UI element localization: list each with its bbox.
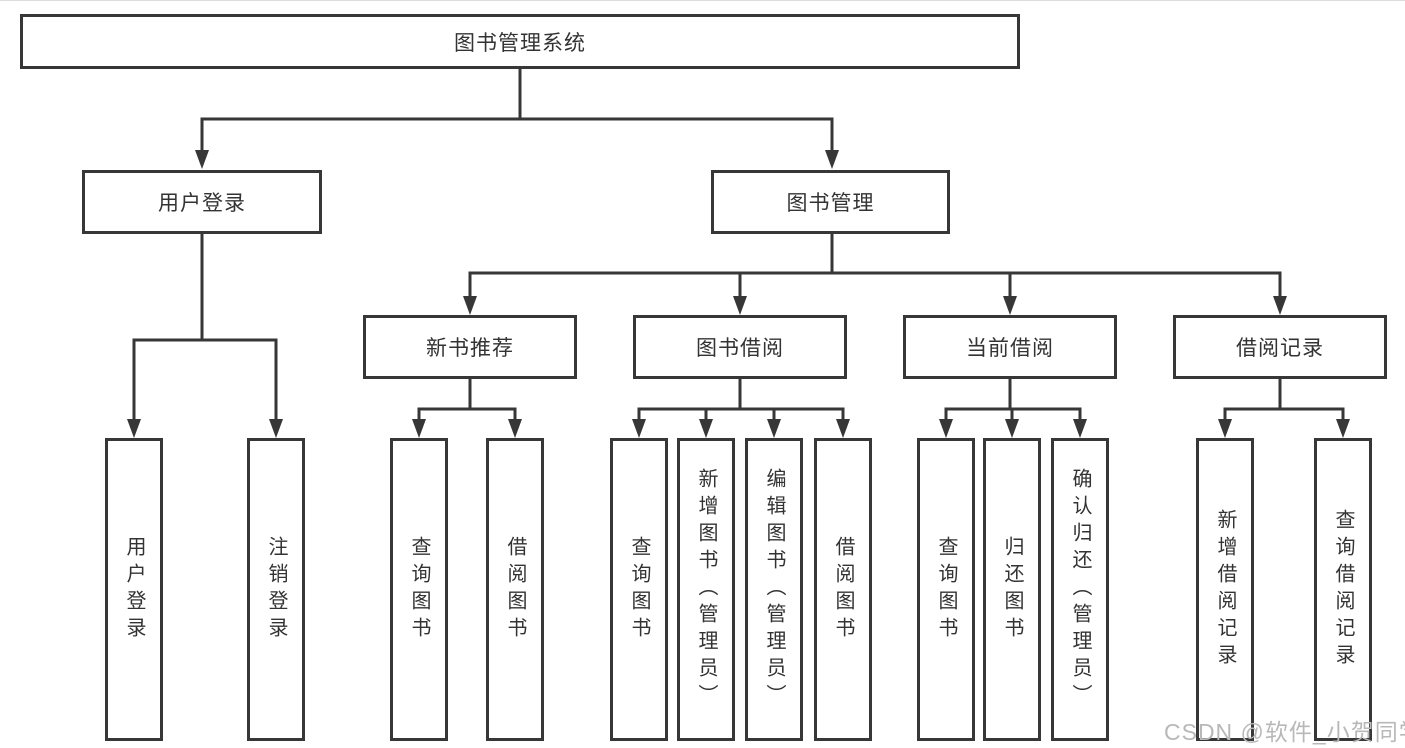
leaf-query-books: 查询图书 (917, 438, 975, 741)
node-library-management-system: 图书管理系统 (20, 14, 1020, 69)
leaf-borrow-books: 借阅图书 (486, 438, 544, 741)
leaf-borrow-books: 借阅图书 (814, 438, 872, 741)
node-current-borrow: 当前借阅 (903, 315, 1117, 379)
leaf-add-books-admin: 新增图书（管理员） (677, 438, 735, 741)
leaf-user-login: 用户登录 (105, 438, 163, 741)
node-borrow-records: 借阅记录 (1173, 315, 1387, 379)
csdn-watermark: CSDN @软件_小贺同学 (1164, 719, 1405, 745)
leaf-confirm-return-admin: 确认归还（管理员） (1051, 438, 1109, 741)
leaf-edit-books-admin: 编辑图书（管理员） (745, 438, 803, 741)
leaf-query-books: 查询图书 (610, 438, 668, 741)
leaf-add-borrow-record: 新增借阅记录 (1196, 438, 1254, 741)
node-new-book-recommend: 新书推荐 (363, 315, 577, 379)
leaf-logout: 注销登录 (247, 438, 305, 741)
node-book-management: 图书管理 (711, 170, 950, 234)
node-user-login: 用户登录 (82, 170, 322, 234)
node-book-borrow: 图书借阅 (633, 315, 847, 379)
arrowhead-icons (127, 150, 1350, 438)
leaf-query-books: 查询图书 (390, 438, 448, 741)
leaf-return-books: 归还图书 (983, 438, 1041, 741)
leaf-query-borrow-record: 查询借阅记录 (1314, 438, 1372, 741)
